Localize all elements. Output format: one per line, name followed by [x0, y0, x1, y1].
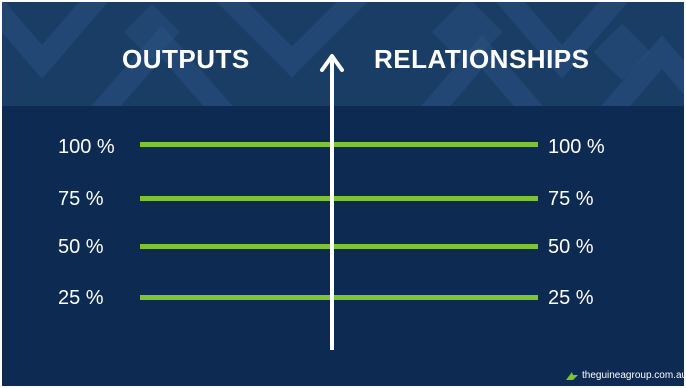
- level-bar-75: [140, 196, 538, 201]
- arrow-head-icon: [320, 54, 344, 72]
- left-label-25: 25 %: [58, 287, 104, 309]
- level-bar-25: [140, 295, 538, 300]
- outputs-heading: OUTPUTS: [122, 44, 250, 74]
- right-label-75: 75 %: [548, 188, 594, 210]
- left-label-100: 100 %: [58, 136, 115, 158]
- level-bar-50: [140, 244, 538, 249]
- banner-pattern: [2, 2, 684, 106]
- right-label-50: 50 %: [548, 236, 594, 258]
- right-label-100: 100 %: [548, 136, 605, 158]
- left-label-75: 75 %: [58, 188, 104, 210]
- header-banner: [2, 2, 684, 106]
- left-label-50: 50 %: [58, 236, 104, 258]
- footer-logo: theguineagroup.com.au: [566, 370, 684, 381]
- relationships-heading: RELATIONSHIPS: [374, 44, 590, 74]
- footer-site: theguineagroup.com.au: [582, 370, 684, 381]
- arrow-logo-icon: [566, 371, 578, 380]
- level-bar-100: [140, 142, 538, 147]
- right-label-25: 25 %: [548, 287, 594, 309]
